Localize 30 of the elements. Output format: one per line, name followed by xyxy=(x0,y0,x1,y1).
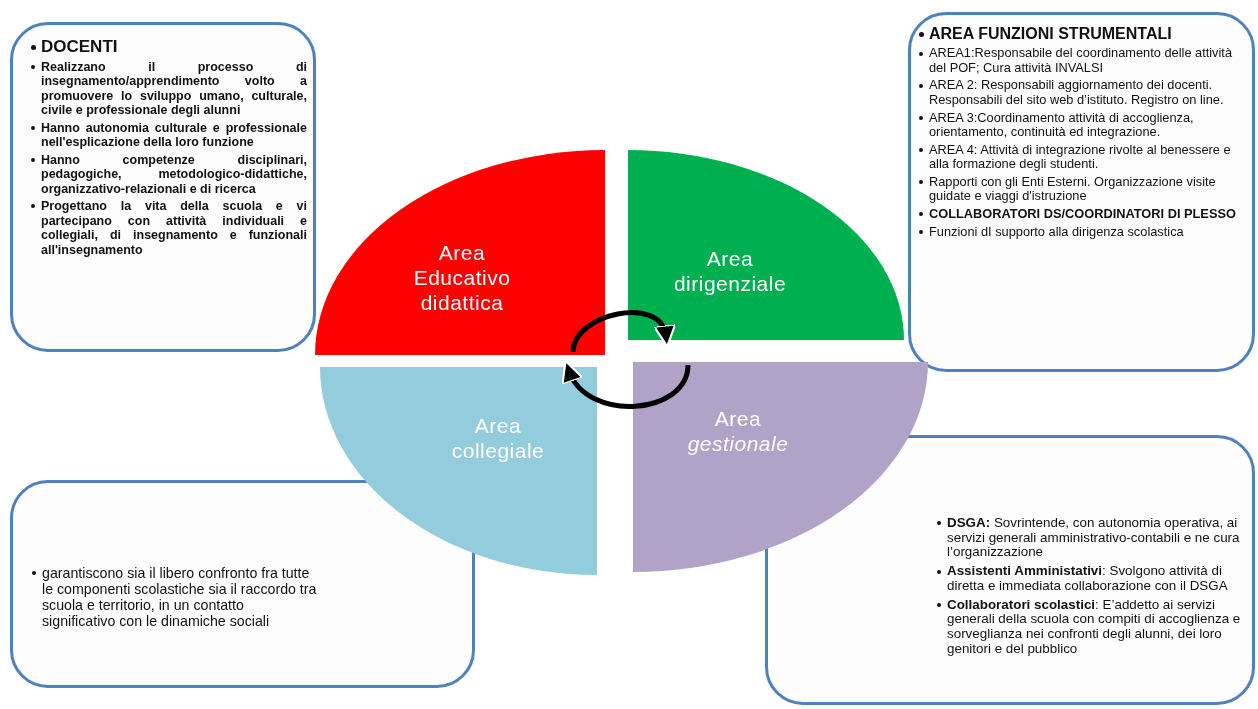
bullet-text: Hanno competenze disciplinari, pedagogiche, metodologico-didattiche, organizzativo-relazionali e di ricerca xyxy=(41,152,307,197)
quadrant-segment xyxy=(320,367,597,575)
bullet-text: AREA 2: Responsabili aggiornamento dei docenti. Responsabili del sito web d’istituto. Registro on line. xyxy=(929,78,1225,108)
rounded-text-panel xyxy=(10,22,316,352)
bullet-text: AREA 3:Coordinamento attività di accoglienza, orientamento, continuità ed integrazione. xyxy=(929,110,1195,140)
panel-heading: DOCENTI xyxy=(41,37,119,57)
bullet-text: Funzioni dI supporto alla dirigenza scolastica xyxy=(929,224,1185,240)
panel-heading: AREA FUNZIONI STRUMENTALI xyxy=(929,25,1173,44)
quadrant-segment xyxy=(628,150,904,340)
segment-title: Area Educativo didattica xyxy=(412,240,512,316)
rounded-text-panel xyxy=(10,480,475,688)
segment-title: Area gestionale xyxy=(686,406,790,457)
segment-title: Area collegiale xyxy=(450,413,546,464)
quadrant-segment xyxy=(315,150,605,355)
bullet-text: COLLABORATORI DS/COORDINATORI DI PLESSO xyxy=(929,207,1237,222)
curved-arrow xyxy=(570,310,674,353)
bullet-text: Realizzano il processo di insegnamento/apprendimento volto a promuovere lo sviluppo umano, culturale, civile e professionale degli alunni xyxy=(41,59,307,118)
bullet-text: Rapporti con gli Enti Esterni. Organizzazione visite guidate e viaggi d'istruzione xyxy=(929,174,1217,204)
rounded-text-panel xyxy=(908,12,1255,372)
bullet-text: AREA1:Responsabile del coordinamento delle attività del POF; Cura attività INVALSI xyxy=(929,46,1234,76)
bullet-text: AREA 4: Attività di integrazione rivolte al benessere e alla formazione degli studenti. xyxy=(929,142,1232,172)
curved-arrow xyxy=(563,360,691,409)
segment-title: Area dirigenziale xyxy=(672,246,788,297)
bullet-text: garantiscono sia il libero confronto fra tutte le componenti scolastiche sia il raccordo tra scuola e territorio, in un contatto significativo con le dinamiche sociali xyxy=(42,565,318,630)
bullet-text: Collaboratori scolastici: E’addetto ai servizi generali della scuola con compiti di accoglienza e sorveglianza nei confronti degli alunni, dei loro genitori e del pubblico xyxy=(947,597,1242,657)
bullet-text: DSGA: Sovrintende, con autonomia operativa, ai servizi generali amministrativo-contabili e ne cura l’organizzazione xyxy=(947,516,1241,561)
bullet-text: Hanno autonomia culturale e professionale nell'esplicazione della loro funzione xyxy=(41,120,307,150)
quadrant-segment xyxy=(633,362,928,572)
bullet-text: Assistenti Amministativi: Svolgono attività di diretta e immediata collaborazione con il DSGA xyxy=(947,564,1229,594)
bullet-text: Progettano la vita della scuola e vi partecipano con attività individuali e collegiali, di insegnamento e funzionali all'insegnamento xyxy=(41,199,307,258)
